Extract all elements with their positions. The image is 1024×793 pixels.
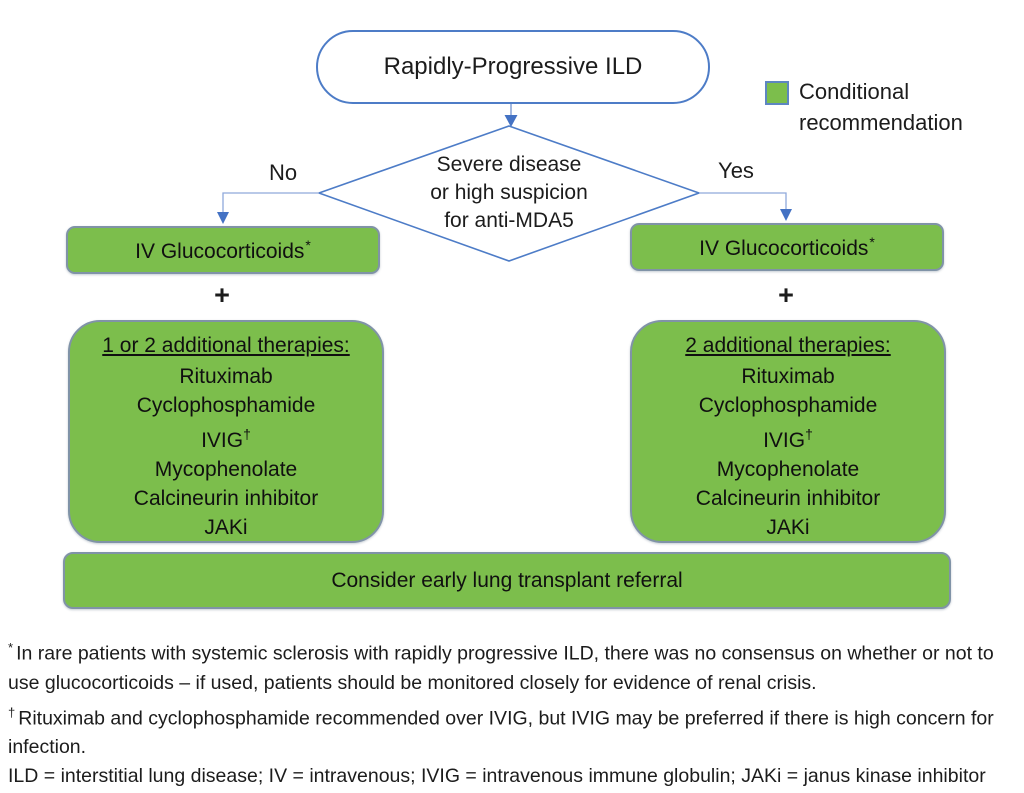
plus-sign-left: +: [214, 280, 230, 310]
right-therapies-box: 2 additional therapies: Rituximab Cyclop…: [630, 320, 946, 543]
right-glucocorticoids-label: IV Glucocorticoids*: [699, 233, 875, 260]
lung-transplant-referral-label: Consider early lung transplant referral: [331, 568, 683, 592]
arrowhead-down-icon: [217, 212, 229, 224]
legend-green-swatch: [765, 81, 789, 105]
therapy-item: Calcineurin inhibitor: [695, 487, 881, 510]
therapy-item: JAKi: [766, 516, 810, 539]
left-glucocorticoids-label: IV Glucocorticoids*: [135, 236, 311, 263]
arrowhead-down-icon: [780, 209, 792, 221]
therapy-item: JAKi: [204, 516, 248, 539]
therapy-item: Cyclophosphamide: [698, 394, 878, 417]
footnotes: *In rare patients with systemic sclerosi…: [8, 633, 1014, 791]
asterisk-marker: *: [8, 640, 14, 655]
legend-label: Conditional recommendation: [799, 79, 963, 135]
footnote-asterisk: *In rare patients with systemic sclerosi…: [8, 640, 994, 694]
therapy-item: Mycophenolate: [154, 458, 298, 481]
lung-transplant-referral-bar: Consider early lung transplant referral: [63, 552, 951, 609]
dagger-superscript: †: [243, 426, 251, 442]
start-node-oval: Rapidly-Progressive ILD: [316, 30, 710, 104]
arrowhead-down-icon: [504, 115, 518, 127]
decision-diamond-label: Severe disease or high suspicion for ant…: [430, 153, 588, 232]
start-node-label: Rapidly-Progressive ILD: [383, 53, 643, 80]
left-glucocorticoids-box: IV Glucocorticoids*: [66, 226, 380, 274]
decision-diamond: [316, 125, 702, 262]
dagger-superscript: †: [805, 426, 813, 442]
asterisk-superscript: *: [305, 236, 311, 253]
branch-label-no: No: [268, 160, 298, 185]
therapy-item: Rituximab: [179, 365, 273, 388]
branch-label-yes: Yes: [718, 158, 754, 183]
therapy-item: Calcineurin inhibitor: [133, 487, 319, 510]
plus-sign-right: +: [778, 280, 794, 310]
left-therapies-heading: 1 or 2 additional therapies:: [102, 334, 350, 357]
right-glucocorticoids-box: IV Glucocorticoids*: [630, 223, 944, 271]
right-therapies-heading: 2 additional therapies:: [685, 334, 891, 357]
asterisk-superscript: *: [869, 233, 875, 250]
footnote-dagger: †Rituximab and cyclophosphamide recommen…: [8, 704, 994, 759]
therapy-item-ivig: IVIG†: [201, 426, 251, 452]
therapy-item: Mycophenolate: [716, 458, 860, 481]
dagger-marker: †: [8, 704, 16, 720]
left-therapies-box: 1 or 2 additional therapies: Rituximab C…: [68, 320, 384, 543]
footnote-abbreviations: ILD = interstitial lung disease; IV = in…: [8, 765, 986, 787]
therapy-item-ivig: IVIG†: [763, 426, 813, 452]
therapy-item: Cyclophosphamide: [136, 394, 316, 417]
therapy-item: Rituximab: [741, 365, 835, 388]
